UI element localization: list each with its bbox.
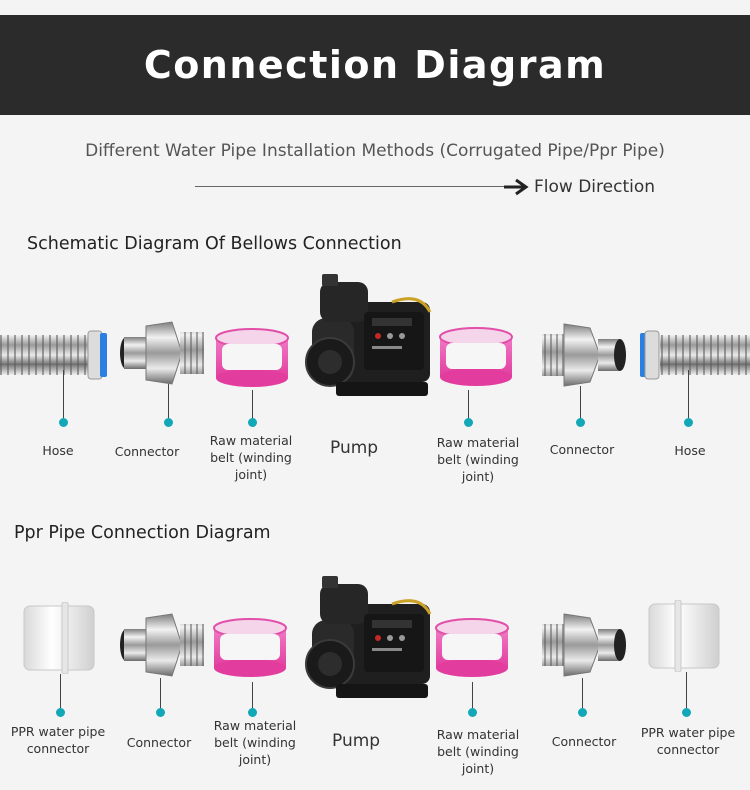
connector-icon xyxy=(542,323,626,387)
pointer-dot xyxy=(248,418,257,427)
label-hose-right: Hose xyxy=(674,443,706,458)
bellows-section-title: Schematic Diagram Of Bellows Connection xyxy=(27,234,402,254)
ppr-section-title: Ppr Pipe Connection Diagram xyxy=(14,523,271,543)
label-pump: Pump xyxy=(330,438,379,458)
flow-direction-label: Flow Direction xyxy=(534,177,656,197)
connector-icon xyxy=(120,613,204,677)
pointer-line xyxy=(582,678,583,712)
tape-icon xyxy=(435,618,509,677)
subtitle: Different Water Pipe Installation Method… xyxy=(85,141,665,161)
label-hose-left: Hose xyxy=(42,443,74,458)
pump-icon xyxy=(305,274,432,396)
connector-icon xyxy=(120,321,204,385)
pointer-line xyxy=(688,370,689,422)
pointer-dot xyxy=(464,418,473,427)
pointer-line xyxy=(60,674,61,712)
pointer-line xyxy=(580,386,581,422)
pointer-line xyxy=(686,672,687,712)
pointer-line xyxy=(472,682,473,712)
ppr-fitting-icon xyxy=(23,602,95,674)
flow-direction-line xyxy=(195,186,505,187)
tape-icon xyxy=(439,327,513,386)
label-connector-left: Connector xyxy=(114,444,180,459)
label-ppr-right: PPR water pipe connector xyxy=(640,725,736,757)
label-tape-left: Raw material belt (winding joint) xyxy=(213,718,297,767)
tape-icon xyxy=(213,618,287,677)
label-tape-right: Raw material belt (winding joint) xyxy=(436,435,520,484)
pointer-dot xyxy=(682,708,691,717)
label-tape-right: Raw material belt (winding joint) xyxy=(436,727,520,776)
pump-icon xyxy=(305,576,432,698)
pointer-dot xyxy=(59,418,68,427)
label-connector-right: Connector xyxy=(549,442,615,457)
pointer-line xyxy=(63,370,64,422)
pointer-dot xyxy=(468,708,477,717)
label-ppr-left: PPR water pipe connector xyxy=(10,724,106,756)
pointer-line xyxy=(168,384,169,422)
pointer-line xyxy=(252,390,253,422)
header-banner: Connection Diagram xyxy=(0,15,750,115)
label-connector-left: Connector xyxy=(126,735,192,750)
hose-icon xyxy=(0,330,107,380)
connector-icon xyxy=(542,613,626,677)
pointer-dot xyxy=(578,708,587,717)
pointer-dot xyxy=(576,418,585,427)
pointer-line xyxy=(252,682,253,712)
pointer-line xyxy=(468,390,469,422)
label-pump: Pump xyxy=(332,731,381,751)
page-title: Connection Diagram xyxy=(143,43,607,87)
tape-icon xyxy=(215,328,289,387)
pointer-dot xyxy=(164,418,173,427)
pointer-dot xyxy=(56,708,65,717)
pointer-dot xyxy=(156,708,165,717)
pointer-line xyxy=(160,678,161,712)
arrow-right-icon xyxy=(504,178,529,196)
hose-icon xyxy=(640,330,750,380)
pointer-dot xyxy=(684,418,693,427)
label-connector-right: Connector xyxy=(551,734,617,749)
pointer-dot xyxy=(248,708,257,717)
label-tape-left: Raw material belt (winding joint) xyxy=(209,433,293,482)
ppr-fitting-icon xyxy=(648,600,720,672)
